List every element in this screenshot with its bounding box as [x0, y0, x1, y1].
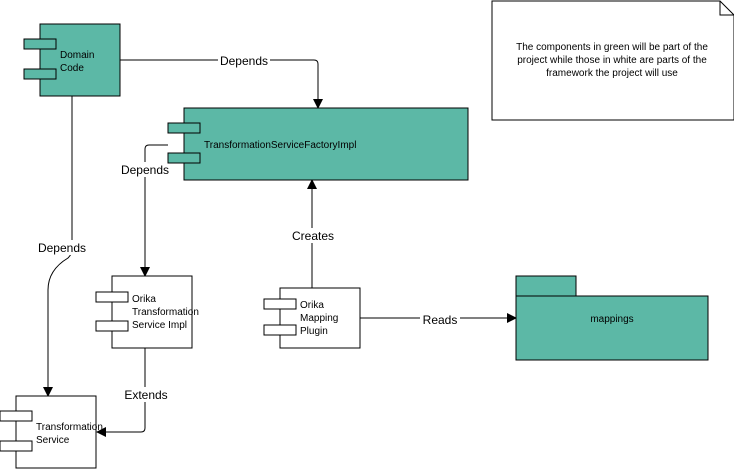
domain-code-label-1: Domain: [60, 50, 94, 61]
edge-label-domain-factory: Depends: [220, 54, 268, 68]
component-port-icon: [95, 291, 129, 303]
component-port-icon: [167, 152, 201, 164]
transformation-service-label-2: Service: [36, 435, 70, 446]
component-transformation-service[interactable]: Transformation Service: [0, 395, 103, 469]
component-port-icon: [23, 38, 57, 50]
edge-label-domain-service: Depends: [38, 241, 86, 255]
component-factory-impl[interactable]: TransformationServiceFactoryImpl: [167, 107, 469, 181]
domain-code-label-2: Code: [60, 63, 84, 74]
component-orika-mapping-plugin[interactable]: Orika Mapping Plugin: [263, 287, 361, 349]
component-port-icon: [0, 440, 33, 452]
component-port-icon: [167, 122, 201, 134]
edge-label-factory-orika: Depends: [121, 163, 169, 177]
component-port-icon: [0, 410, 33, 422]
legend-note[interactable]: The components in green will be part of …: [491, 0, 734, 121]
package-mappings[interactable]: mappings: [515, 275, 709, 361]
component-port-icon: [95, 320, 129, 332]
orika-service-label-1: Orika: [132, 294, 156, 305]
component-domain-code[interactable]: Domain Code: [23, 23, 121, 97]
orika-service-label-2: Transformation: [132, 307, 199, 318]
edge-domain-to-factory: [120, 59, 323, 109]
mappings-label: mappings: [590, 314, 633, 325]
edge-orika-to-service: [96, 348, 146, 437]
edge-factory-to-orika-service: [140, 144, 168, 277]
component-orika-service-impl[interactable]: Orika Transformation Service Impl: [95, 275, 199, 349]
component-port-icon: [263, 298, 297, 310]
note-line-3: framework the project will use: [546, 68, 678, 79]
orika-plugin-label-1: Orika: [300, 300, 324, 311]
edge-label-plugin-mappings: Reads: [423, 313, 458, 327]
edge-label-plugin-factory: Creates: [292, 229, 334, 243]
component-port-icon: [263, 324, 297, 336]
note-line-1: The components in green will be part of …: [516, 42, 708, 53]
edge-label-orika-service: Extends: [124, 388, 167, 402]
orika-service-label-3: Service Impl: [132, 320, 187, 331]
transformation-service-label-1: Transformation: [36, 422, 103, 433]
package-tab: [515, 275, 577, 297]
note-line-2: project while those in white are parts o…: [517, 55, 707, 66]
component-port-icon: [23, 68, 57, 80]
orika-plugin-label-2: Mapping: [300, 313, 338, 324]
factory-impl-label: TransformationServiceFactoryImpl: [204, 140, 356, 151]
edge-labels: Depends Depends Depends Creates Reads Ex…: [36, 53, 460, 402]
orika-plugin-label-3: Plugin: [300, 326, 328, 337]
